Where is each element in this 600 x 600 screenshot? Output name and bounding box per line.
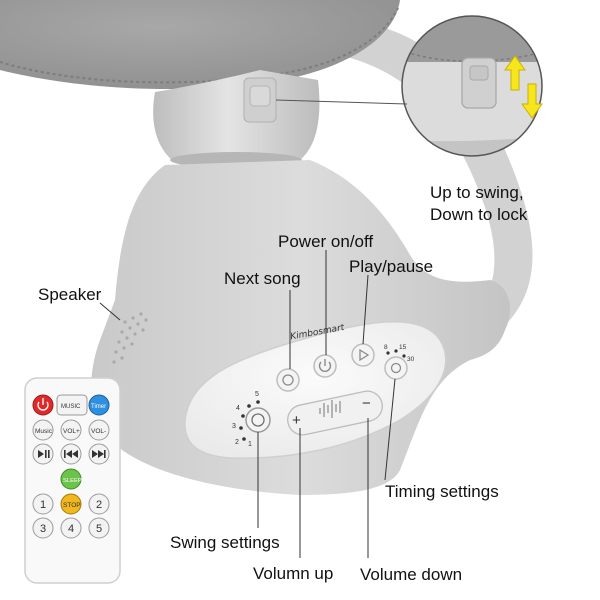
remote-vol-down-label: VOL- <box>91 428 106 435</box>
swing-level-5: 5 <box>255 391 259 398</box>
remote-power-icon <box>37 401 49 411</box>
remote-timer-button[interactable] <box>88 394 110 416</box>
next-song-icon <box>282 374 294 386</box>
remote-timer-label: Timer <box>91 404 106 410</box>
remote-key-5-label: 5 <box>96 523 102 535</box>
timing-button[interactable] <box>384 356 408 380</box>
timer-mark-8: 8 <box>384 344 388 351</box>
swing-level-1: 1 <box>248 441 252 448</box>
volume-down-symbol: − <box>362 395 371 412</box>
remote-key-1-label: 1 <box>40 499 46 511</box>
remote-media-icons <box>38 450 106 458</box>
remote-key-3-label: 3 <box>40 523 46 535</box>
remote-sleep-label: SLEEP <box>63 478 82 484</box>
remote-music-mode-button[interactable] <box>56 394 88 416</box>
remote-key-2[interactable] <box>88 493 110 515</box>
seat-fabric <box>0 0 400 90</box>
remote-control <box>24 377 121 584</box>
swing-lock-callout: Up to swing, Down to lock <box>430 183 528 224</box>
play-pause-button[interactable] <box>351 343 375 367</box>
remote-key-1[interactable] <box>32 493 54 515</box>
speaker-grille <box>112 312 148 364</box>
remote-vol-up-label: VOL+ <box>63 428 80 435</box>
lock-magnifier <box>401 15 543 157</box>
play-pause-callout: Play/pause <box>349 257 434 276</box>
swing-icon <box>251 413 265 427</box>
speaker-callout: Speaker <box>38 285 102 304</box>
timer-mark-15: 15 <box>399 344 407 351</box>
timer-icon <box>390 362 402 374</box>
remote-music-label: Music <box>35 428 53 435</box>
volume-wave-icon <box>319 400 341 418</box>
swing-level-dots <box>239 400 260 441</box>
remote-music-button[interactable] <box>32 419 54 441</box>
remote-vol-up-button[interactable] <box>60 419 82 441</box>
power-callout: Power on/off <box>278 232 374 251</box>
swing-level-3: 3 <box>232 423 236 430</box>
volume-up-callout: Volumn up <box>253 564 334 583</box>
swing-level-4: 4 <box>236 405 240 412</box>
swing-settings-knob[interactable] <box>245 407 271 433</box>
remote-key-4-label: 4 <box>68 523 74 535</box>
remote-music-mode-label: MUSIC <box>61 404 81 410</box>
remote-key-4[interactable] <box>60 517 82 539</box>
timer-mark-30: 30 <box>407 356 415 363</box>
remote-vol-down-button[interactable] <box>88 419 110 441</box>
timer-dots <box>386 349 406 358</box>
swing-settings-callout: Swing settings <box>170 533 280 552</box>
remote-key-3[interactable] <box>32 517 54 539</box>
remote-stop-button[interactable] <box>60 493 82 515</box>
remote-key-2-label: 2 <box>96 499 102 511</box>
volume-up-symbol: + <box>292 412 301 429</box>
volume-pill <box>287 390 383 436</box>
power-button[interactable] <box>313 354 337 378</box>
callout-lines <box>99 250 396 558</box>
play-pause-icon <box>359 348 370 362</box>
timing-callout: Timing settings <box>385 482 499 501</box>
remote-key-5[interactable] <box>88 517 110 539</box>
next-song-callout: Next song <box>224 269 301 288</box>
volume-down-callout: Volume down <box>360 565 463 584</box>
power-icon <box>318 361 332 372</box>
down-arrow-icon <box>521 83 543 119</box>
seat-neck <box>153 70 320 160</box>
up-arrow-icon <box>504 55 526 91</box>
swing-level-2: 2 <box>235 439 239 446</box>
next-song-button[interactable] <box>276 368 300 392</box>
remote-sleep-button[interactable] <box>60 468 82 490</box>
remote-stop-label: STOP <box>63 502 81 509</box>
